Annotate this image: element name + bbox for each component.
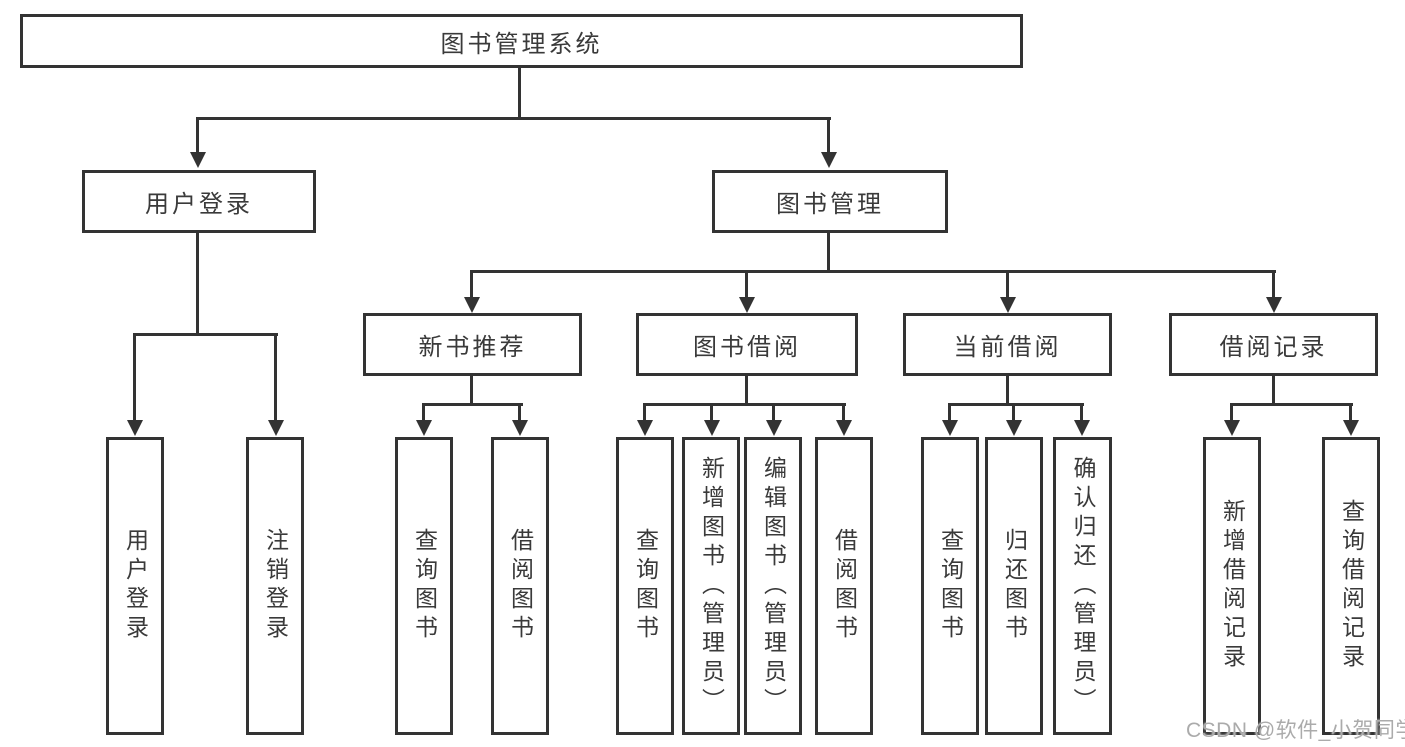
connector-new-book-crossbar [422,403,523,406]
arrow-down-icon [512,420,528,436]
leaf-label: 确认归还（管理员） [1070,455,1096,717]
arrow-down-icon [836,420,852,436]
leaf-edit-books-admin: 编辑图书（管理员） [744,437,802,735]
connector-leaf-stub [1230,403,1233,422]
node-label: 新书推荐 [418,334,527,361]
leaf-query-books-current: 查询图书 [921,437,979,735]
leaf-add-books-admin: 新增图书（管理员） [682,437,740,735]
node-borrowing-records: 借阅记录 [1169,313,1378,376]
csdn-watermark: CSDN @软件_小贺同学 [1186,719,1405,742]
node-label: 图书借阅 [693,334,801,361]
connector-to-current-borrow [1006,270,1009,299]
connector-current-borrow-stem [1006,376,1009,404]
node-label: 当前借阅 [953,334,1062,361]
leaf-label: 借阅图书 [831,528,858,644]
leaf-query-books-recommend: 查询图书 [395,437,453,735]
connector-to-borrow-records [1272,270,1275,299]
arrow-down-icon [1343,420,1359,436]
arrow-down-icon [1074,420,1090,436]
leaf-label: 用户登录 [122,528,149,644]
arrow-down-icon [1006,420,1022,436]
arrow-down-icon [637,420,653,436]
connector-to-new-book [470,270,473,299]
connector-new-book-stem [470,376,473,404]
arrow-down-icon [1000,297,1016,313]
connector-to-book-mgmt [827,117,830,154]
connector-user-login-stem [196,233,199,334]
connector-leaf-stub [948,403,951,422]
connector-leaf-stub [842,403,845,422]
arrow-down-icon [942,420,958,436]
connector-leaf-stub [518,403,521,422]
arrow-down-icon [821,152,837,168]
arrow-down-icon [739,297,755,313]
leaf-user-login: 用户登录 [106,437,164,735]
leaf-label: 查询图书 [411,528,438,644]
leaf-borrow-books: 借阅图书 [815,437,873,735]
leaf-logout: 注销登录 [246,437,304,735]
connector-root-crossbar [197,117,831,120]
connector-user-login-crossbar [134,333,278,336]
leaf-label: 查询图书 [937,528,964,644]
arrow-down-icon [268,420,284,436]
arrow-down-icon [1224,420,1240,436]
connector-current-borrow-crossbar [948,403,1084,406]
leaf-query-books: 查询图书 [616,437,674,735]
node-library-management-system: 图书管理系统 [20,14,1023,68]
node-new-book-recommendation: 新书推荐 [363,313,582,376]
connector-leaf-stub [643,403,646,422]
connector-book-mgmt-crossbar [470,270,1276,273]
connector-leaf-stub [710,403,713,422]
node-label: 借阅记录 [1219,334,1328,361]
arrow-down-icon [464,297,480,313]
node-label: 用户登录 [145,191,253,218]
arrow-down-icon [416,420,432,436]
connector-borrow-records-crossbar [1230,403,1353,406]
connector-leaf-stub [1012,403,1015,422]
leaf-label: 新增借阅记录 [1219,499,1246,673]
leaf-label: 查询图书 [632,528,659,644]
node-book-borrowing: 图书借阅 [636,313,858,376]
leaf-label: 编辑图书（管理员） [760,455,787,717]
connector-leaf-stub [772,403,775,422]
connector-borrow-records-stem [1272,376,1275,404]
arrow-down-icon [1266,297,1282,313]
arrow-down-icon [127,420,143,436]
leaf-label: 新增图书（管理员） [698,455,725,717]
leaf-confirm-return-admin: 确认归还（管理员） [1053,437,1112,735]
connector-book-borrow-stem [745,376,748,404]
leaf-return-books: 归还图书 [985,437,1043,735]
connector-leaf-stub [1080,403,1083,422]
node-user-login: 用户登录 [82,170,316,233]
node-label: 图书管理 [776,191,884,218]
node-current-borrowing: 当前借阅 [903,313,1112,376]
connector-book-mgmt-stem [827,233,830,273]
connector-root-stem [518,68,521,120]
arrow-down-icon [190,152,206,168]
leaf-label: 查询借阅记录 [1338,499,1365,673]
arrow-down-icon [704,420,720,436]
connector-leaf-stub [422,403,425,422]
leaf-label: 归还图书 [1001,528,1028,644]
connector-to-user-login [196,117,199,154]
connector-to-book-borrow [745,270,748,299]
leaf-borrow-books-recommend: 借阅图书 [491,437,549,735]
leaf-label: 注销登录 [262,528,289,644]
leaf-query-borrow-record: 查询借阅记录 [1322,437,1380,735]
connector-to-logout-leaf [274,333,277,422]
arrow-down-icon [766,420,782,436]
leaf-add-borrow-record: 新增借阅记录 [1203,437,1261,735]
connector-leaf-stub [1349,403,1352,422]
connector-to-login-leaf [133,333,136,422]
node-label: 图书管理系统 [440,30,603,58]
leaf-label: 借阅图书 [507,528,534,644]
node-book-management: 图书管理 [712,170,948,233]
connector-book-borrow-crossbar [643,403,846,406]
